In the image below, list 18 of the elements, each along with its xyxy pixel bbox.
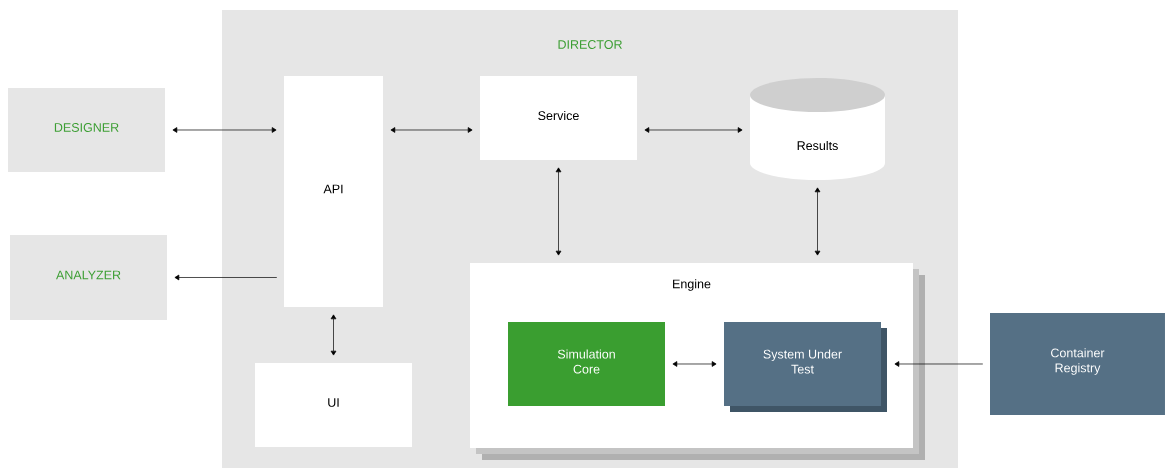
container-registry-box: Container Registry bbox=[990, 313, 1165, 415]
arrow bbox=[814, 187, 821, 256]
arrow bbox=[644, 127, 743, 133]
designer-box: DESIGNER bbox=[8, 88, 165, 172]
arrow bbox=[174, 274, 278, 281]
arrow bbox=[172, 127, 277, 133]
arrow bbox=[390, 127, 473, 133]
analyzer-box: ANALYZER bbox=[10, 235, 167, 320]
api-box: API bbox=[284, 76, 383, 307]
arrow bbox=[555, 167, 562, 256]
ui-box: UI bbox=[255, 363, 412, 447]
service-box: Service bbox=[480, 76, 637, 160]
arrow bbox=[894, 361, 984, 367]
arrow bbox=[672, 361, 717, 367]
database-cylinder: Results bbox=[750, 78, 885, 180]
system-under-test-box: System Under Test bbox=[724, 322, 887, 412]
arrow bbox=[330, 314, 337, 356]
simulation-core-box: Simulation Core bbox=[508, 322, 665, 406]
